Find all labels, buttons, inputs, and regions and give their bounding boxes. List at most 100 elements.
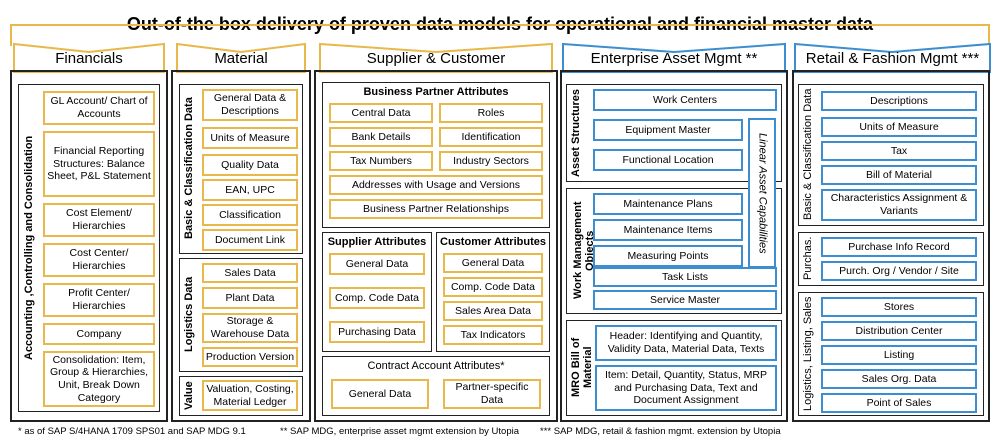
financials-column: Accounting ,Controlling and Consolidatio… [10, 70, 168, 422]
customer-salesarea-box: Sales Area Data [443, 301, 543, 321]
roles-box: Roles [439, 103, 543, 123]
maintenance-items-box: Maintenance Items [593, 219, 743, 241]
contract-partner-box: Partner-specific Data [443, 379, 541, 409]
supplier-compcode-box: Comp. Code Data [329, 287, 425, 309]
material-column: Basic & Classification Data General Data… [171, 70, 311, 422]
retail-units-box: Units of Measure [821, 117, 977, 137]
point-of-sales-box: Point of Sales [821, 393, 977, 413]
header-enterprise-asset: Enterprise Asset Mgmt ** [562, 42, 786, 73]
classification-box: Classification [202, 204, 298, 226]
contract-account-group: Contract Account Attributes* General Dat… [322, 356, 550, 416]
bank-details-box: Bank Details [329, 127, 433, 147]
cost-element-box: Cost Element/ Hierarchies [43, 203, 155, 237]
financials-group: Accounting ,Controlling and Consolidatio… [18, 84, 160, 412]
bp-attributes-group: Business Partner Attributes Central Data… [322, 82, 550, 228]
valuation-box: Valuation, Costing, Material Ledger [202, 380, 298, 411]
sales-org-box: Sales Org. Data [821, 369, 977, 389]
quality-data-box: Quality Data [202, 154, 298, 176]
supplier-customer-column: Business Partner Attributes Central Data… [314, 70, 558, 422]
eam-column: Asset Structures Work Centers Equipment … [560, 70, 788, 422]
tax-box: Tax [821, 141, 977, 161]
customer-taxind-box: Tax Indicators [443, 325, 543, 345]
cost-center-box: Cost Center/ Hierarchies [43, 243, 155, 277]
customer-attributes-title: Customer Attributes [440, 236, 546, 248]
equipment-master-box: Equipment Master [593, 119, 743, 141]
footnote-1: * as of SAP S/4HANA 1709 SPS01 and SAP M… [18, 426, 246, 437]
measuring-points-box: Measuring Points [593, 245, 743, 267]
ean-upc-box: EAN, UPC [202, 179, 298, 201]
bp-attributes-title: Business Partner Attributes [363, 86, 509, 98]
mro-bom-group: MRO Bill of Material Header: Identifying… [566, 320, 782, 416]
customer-attributes-group: Customer Attributes General Data Comp. C… [436, 232, 550, 352]
tax-numbers-box: Tax Numbers [329, 151, 433, 171]
header-material: Material [176, 42, 306, 73]
units-of-measure-box: Units of Measure [202, 127, 298, 149]
asset-structures-label: Asset Structures [570, 88, 582, 177]
bill-of-material-box: Bill of Material [821, 165, 977, 185]
header-supplier-customer: Supplier & Customer [319, 42, 553, 73]
listing-box: Listing [821, 345, 977, 365]
industry-sectors-box: Industry Sectors [439, 151, 543, 171]
maintenance-plans-box: Maintenance Plans [593, 193, 743, 215]
retail-column: Basic & Classification Data Descriptions… [792, 70, 990, 422]
financials-side-label: Accounting ,Controlling and Consolidatio… [23, 135, 35, 360]
gl-account-box: GL Account/ Chart of Accounts [43, 91, 155, 125]
sales-data-box: Sales Data [202, 263, 298, 283]
characteristics-box: Characteristics Assignment & Variants [821, 189, 977, 221]
contract-account-title: Contract Account Attributes* [367, 360, 505, 372]
functional-location-box: Functional Location [593, 149, 743, 171]
material-basic-label: Basic & Classification Data [183, 97, 195, 240]
retail-logistics-group: Logistics, Listing, Sales Stores Distrib… [798, 292, 984, 416]
retail-purchasing-group: Purchas. Purchase Info Record Purch. Org… [798, 232, 984, 286]
profit-center-box: Profit Center/ Hierarchies [43, 283, 155, 317]
bp-relationships-box: Business Partner Relationships [329, 199, 543, 219]
material-value-label: Value [183, 381, 195, 410]
central-data-box: Central Data [329, 103, 433, 123]
document-link-box: Document Link [202, 229, 298, 251]
plant-data-box: Plant Data [202, 287, 298, 309]
contract-general-box: General Data [331, 379, 429, 409]
supplier-purchasing-box: Purchasing Data [329, 321, 425, 343]
material-basic-group: Basic & Classification Data General Data… [179, 84, 303, 254]
retail-basic-group: Basic & Classification Data Descriptions… [798, 84, 984, 226]
mro-item-box: Item: Detail, Quantity, Status, MRP and … [595, 365, 777, 411]
mro-bom-label: MRO Bill of Material [570, 337, 594, 398]
storage-warehouse-box: Storage & Warehouse Data [202, 313, 298, 343]
mro-header-box: Header: Identifying and Quantity, Validi… [595, 325, 777, 361]
title-bracket [10, 24, 990, 46]
general-data-box: General Data & Descriptions [202, 89, 298, 121]
material-logistics-label: Logistics Data [183, 276, 195, 353]
purch-org-box: Purch. Org / Vendor / Site [821, 261, 977, 281]
supplier-attributes-title: Supplier Attributes [327, 236, 427, 248]
footnote-3: *** SAP MDG, retail & fashion mgmt. exte… [540, 426, 781, 437]
production-version-box: Production Version [202, 347, 298, 367]
retail-logistics-label: Logistics, Listing, Sales [802, 296, 814, 411]
linear-asset-box: Linear Asset Capabilities [748, 118, 776, 268]
asset-structures-group: Asset Structures Work Centers Equipment … [566, 84, 782, 182]
service-master-box: Service Master [593, 290, 777, 310]
identification-box: Identification [439, 127, 543, 147]
header-financials: Financials [13, 42, 165, 73]
addresses-box: Addresses with Usage and Versions [329, 175, 543, 195]
customer-general-box: General Data [443, 253, 543, 273]
financial-reporting-box: Financial Reporting Structures: Balance … [43, 131, 155, 197]
work-management-group: Work Management Objects Maintenance Plan… [566, 188, 782, 314]
material-value-group: Value Valuation, Costing, Material Ledge… [179, 376, 303, 416]
work-centers-box: Work Centers [593, 89, 777, 111]
customer-compcode-box: Comp. Code Data [443, 277, 543, 297]
retail-basic-label: Basic & Classification Data [802, 88, 814, 221]
header-retail-fashion: Retail & Fashion Mgmt *** [794, 42, 991, 73]
material-logistics-group: Logistics Data Sales Data Plant Data Sto… [179, 258, 303, 372]
distribution-center-box: Distribution Center [821, 321, 977, 341]
stores-box: Stores [821, 297, 977, 317]
linear-asset-label: Linear Asset Capabilities [756, 132, 769, 254]
footnote-2: ** SAP MDG, enterprise asset mgmt extens… [280, 426, 520, 437]
supplier-attributes-group: Supplier Attributes General Data Comp. C… [322, 232, 432, 352]
task-lists-box: Task Lists [593, 267, 777, 287]
supplier-general-box: General Data [329, 253, 425, 275]
consolidation-box: Consolidation: Item, Group & Hierarchies… [43, 351, 155, 407]
descriptions-box: Descriptions [821, 91, 977, 111]
company-box: Company [43, 323, 155, 345]
purchase-info-box: Purchase Info Record [821, 237, 977, 257]
retail-purchasing-label: Purchas. [802, 236, 814, 281]
